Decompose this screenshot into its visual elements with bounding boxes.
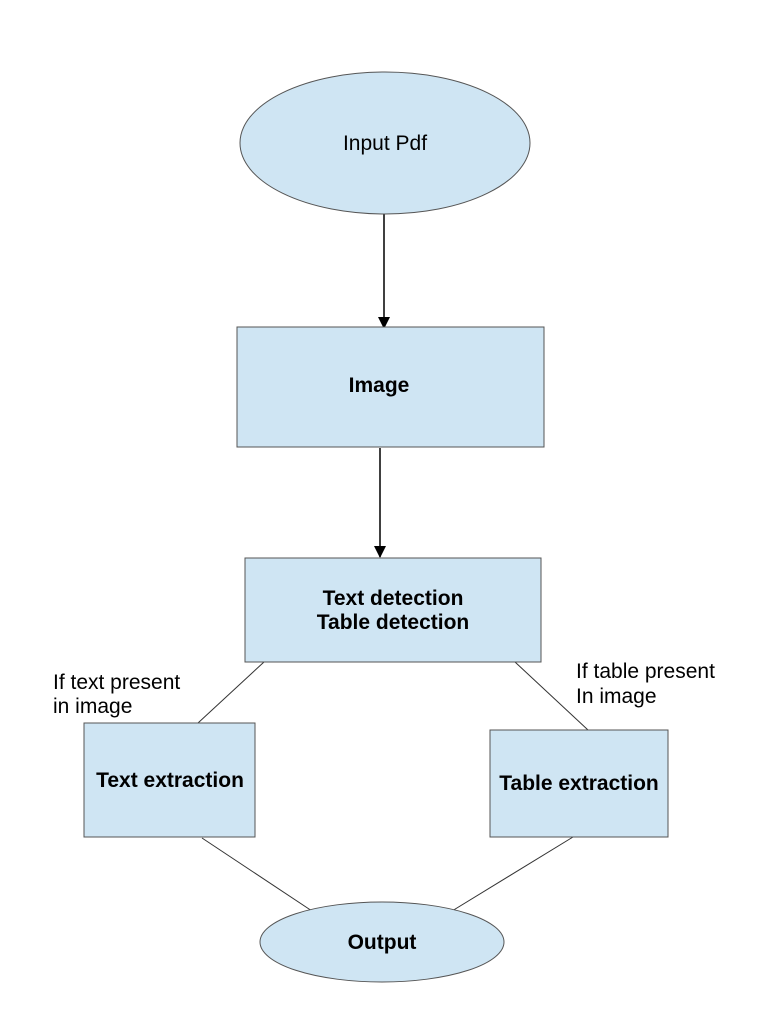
edge-table-extraction-to-output xyxy=(451,836,574,912)
node-image: Image xyxy=(236,326,545,448)
edge-text-extraction-to-output xyxy=(201,837,313,912)
text-extraction-label: Text extraction xyxy=(96,769,244,792)
output-shape xyxy=(259,901,505,983)
text-condition-line2: in image xyxy=(53,695,132,718)
detection-shape xyxy=(244,557,542,663)
table-condition-line2: In image xyxy=(576,685,657,708)
text-extraction-shape xyxy=(83,722,256,838)
table-condition-line1: If table present xyxy=(576,660,715,683)
node-output: Output xyxy=(259,901,505,983)
edge-detection-to-text-extraction xyxy=(197,661,265,724)
node-text-extraction: Text extraction xyxy=(83,722,256,838)
detection-label-text: Text detection xyxy=(323,587,464,610)
table-extraction-shape xyxy=(489,729,669,838)
annotation-text-condition: If text present in image xyxy=(53,671,180,718)
node-detection: Text detection Table detection xyxy=(244,557,542,663)
edge-detection-to-table-extraction xyxy=(514,661,589,731)
detection-label-table: Table detection xyxy=(317,611,469,634)
table-extraction-label: Table extraction xyxy=(499,772,659,795)
text-condition-line1: If text present xyxy=(53,671,180,694)
node-table-extraction: Table extraction xyxy=(489,729,669,838)
input-pdf-shape xyxy=(239,71,531,215)
input-pdf-label: Input Pdf xyxy=(343,132,427,155)
output-label: Output xyxy=(348,931,417,954)
annotation-table-condition: If table present In image xyxy=(576,660,715,708)
image-shape xyxy=(236,326,545,448)
node-input-pdf: Input Pdf xyxy=(239,71,531,215)
image-label: Image xyxy=(349,374,410,397)
